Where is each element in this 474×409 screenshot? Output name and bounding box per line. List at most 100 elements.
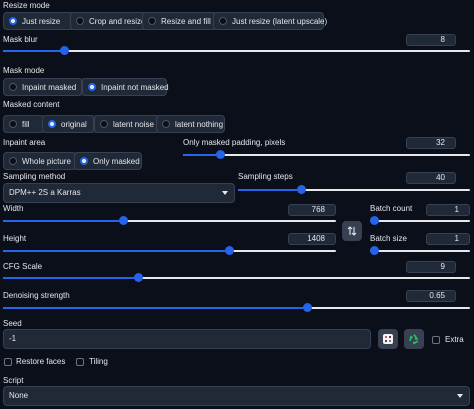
width-label: Width [3,204,24,213]
cfg-scale-label: CFG Scale [3,262,43,271]
masked-content-label: Masked content [3,100,60,109]
batch-count-slider[interactable] [370,216,470,226]
chevron-down-icon [457,394,463,398]
slider-thumb[interactable] [134,273,143,282]
height-label: Height [3,234,27,243]
radio-selected-icon [9,17,17,25]
inpaint-area-label: Inpaint area [3,138,46,147]
chevron-down-icon [222,191,228,195]
script-value: None [9,391,29,400]
radio-icon [162,120,170,128]
masked-content-option-fill[interactable]: fill [3,115,44,133]
height-slider[interactable] [3,246,336,256]
option-label: Inpaint not masked [101,82,169,92]
radio-selected-icon [88,83,96,91]
radio-icon [148,17,156,25]
slider-thumb[interactable] [297,185,306,194]
batch-size-slider[interactable] [370,246,470,256]
mask-mode-option-inpaint-not-masked[interactable]: Inpaint not masked [82,78,169,96]
restore-faces-checkbox[interactable] [4,358,12,366]
mask-blur-label: Mask blur [3,35,38,44]
width-number-input[interactable]: 768 [288,204,336,216]
inpaint-area-option-only-masked[interactable]: Only masked [74,152,142,170]
option-label: Just resize (latent upscale) [232,16,328,26]
slider-thumb[interactable] [370,216,379,225]
mask-blur-number-input[interactable]: 8 [406,34,456,46]
radio-icon [9,157,17,165]
only-masked-padding-slider[interactable] [183,150,470,160]
mask-mode-label: Mask mode [3,66,45,75]
resize-mode-option-resize-and-fill[interactable]: Resize and fill [142,12,217,30]
mask-blur-slider[interactable] [3,46,470,56]
recycle-icon [409,334,419,345]
mask-mode-option-inpaint-masked[interactable]: Inpaint masked [3,78,82,96]
option-label: latent noise [113,119,154,129]
sampling-method-label: Sampling method [3,172,66,181]
batch-count-number-input[interactable]: 1 [426,204,470,216]
masked-content-option-latent-noise[interactable]: latent noise [94,115,159,133]
resize-mode-label: Resize mode [3,1,50,10]
script-label: Script [3,376,24,385]
width-slider[interactable] [3,216,336,226]
radio-icon [76,17,84,25]
option-label: Only masked [93,156,140,166]
only-masked-padding-label: Only masked padding, pixels [183,138,286,147]
radio-icon [219,17,227,25]
swap-dimensions-button[interactable] [342,221,362,241]
sampling-steps-number-input[interactable]: 40 [406,172,456,184]
restore-faces-label: Restore faces [16,357,66,366]
tiling-label: Tiling [89,357,108,366]
option-label: latent nothing [175,119,224,129]
slider-thumb[interactable] [216,150,225,159]
inpaint-area-option-whole-picture[interactable]: Whole picture [3,152,76,170]
sampling-method-value: DPM++ 2S a Karras [9,188,81,197]
radio-selected-icon [48,120,56,128]
batch-size-number-input[interactable]: 1 [426,233,470,245]
denoising-strength-label: Denoising strength [3,291,70,300]
batch-count-label: Batch count [370,204,413,213]
slider-thumb[interactable] [303,303,312,312]
resize-mode-radio-group: Just resize Crop and resize Resize and f… [3,12,328,30]
slider-thumb[interactable] [370,246,379,255]
swap-arrows-icon [347,226,357,236]
denoising-strength-number-input[interactable]: 0.65 [406,290,456,302]
radio-icon [9,83,17,91]
cfg-scale-number-input[interactable]: 9 [406,261,456,273]
extra-label: Extra [445,335,464,344]
height-number-input[interactable]: 1408 [288,233,336,245]
random-seed-button[interactable] [378,329,398,349]
cfg-scale-slider[interactable] [3,273,470,283]
only-masked-padding-number-input[interactable]: 32 [406,137,456,149]
masked-content-option-original[interactable]: original [42,115,94,133]
seed-value: -1 [9,334,17,343]
resize-mode-option-crop-and-resize[interactable]: Crop and resize [70,12,146,30]
inpaint-area-radio-group: Whole picture Only masked [3,152,142,170]
masked-content-option-latent-nothing[interactable]: latent nothing [156,115,225,133]
slider-thumb[interactable] [225,246,234,255]
script-dropdown[interactable]: None [3,386,470,406]
slider-thumb[interactable] [60,46,69,55]
sampling-method-dropdown[interactable]: DPM++ 2S a Karras [3,183,235,203]
option-label: original [61,119,87,129]
option-label: Just resize [22,16,61,26]
option-label: Crop and resize [89,16,146,26]
extra-checkbox[interactable] [432,336,440,344]
batch-size-label: Batch size [370,234,407,243]
sampling-steps-slider[interactable] [238,185,470,195]
dice-icon [383,334,393,344]
radio-selected-icon [80,157,88,165]
resize-mode-option-latent-upscale[interactable]: Just resize (latent upscale) [213,12,328,30]
option-label: Resize and fill [161,16,211,26]
tiling-checkbox[interactable] [76,358,84,366]
mask-mode-radio-group: Inpaint masked Inpaint not masked [3,78,169,96]
seed-input[interactable]: -1 [3,329,371,349]
slider-thumb[interactable] [119,216,128,225]
resize-mode-option-just-resize[interactable]: Just resize [3,12,74,30]
option-label: Whole picture [22,156,71,166]
denoising-strength-slider[interactable] [3,303,470,313]
masked-content-radio-group: fill original latent noise latent nothin… [3,115,225,133]
radio-icon [9,120,17,128]
radio-icon [100,120,108,128]
reuse-seed-button[interactable] [404,329,424,349]
option-label: fill [22,119,30,129]
